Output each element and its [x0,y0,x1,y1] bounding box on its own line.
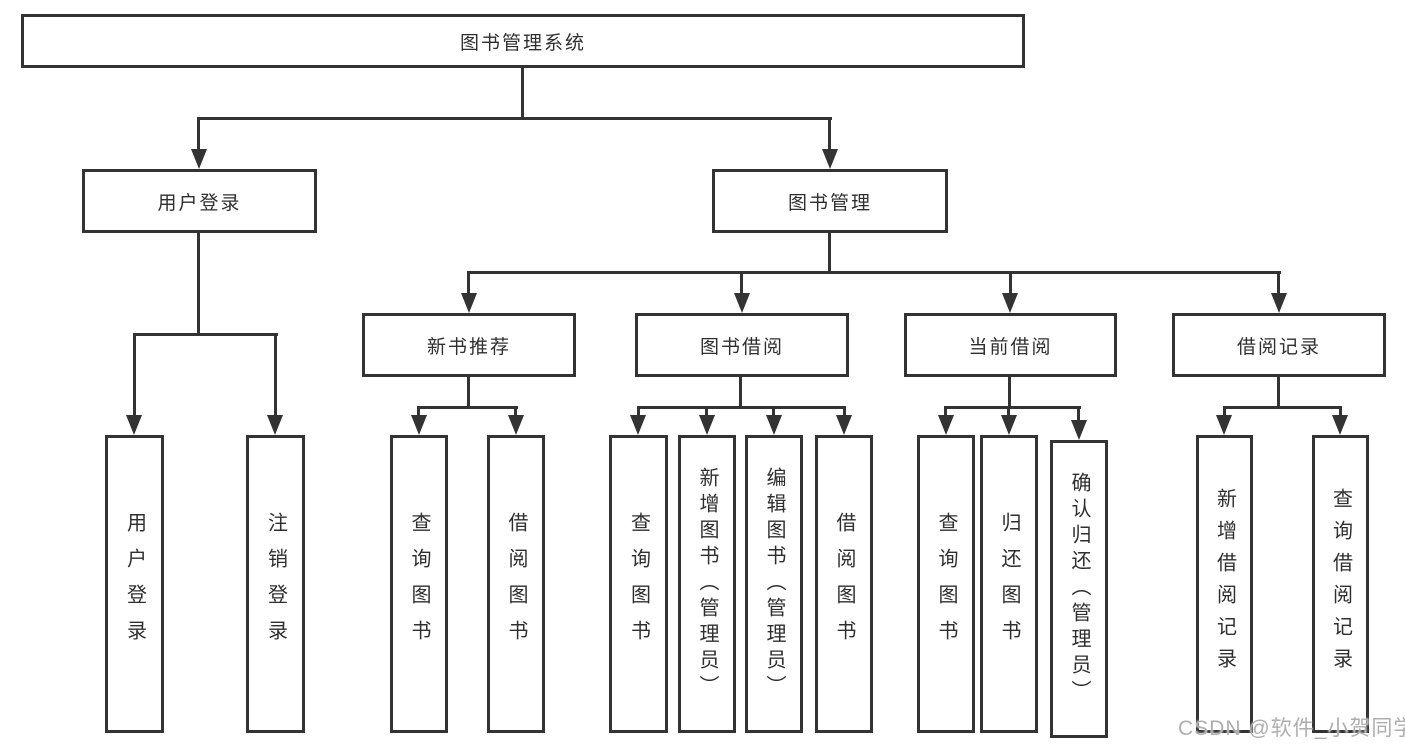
arrow-to-nb-query [411,415,427,435]
node-current-borrow: 当前借阅 [904,313,1117,377]
leaf-label: 查询图书 [627,512,650,656]
arrow-to-cb-return [1001,415,1017,435]
connector-drop-nb-borrow [514,406,517,418]
leaf-label: 注销登录 [264,512,287,656]
arrow-to-br-query [1332,415,1348,435]
connector-bookmgmt-hbar [467,271,1281,274]
node-book-borrow: 图书借阅 [635,313,849,377]
arrow-to-cb-query [938,415,954,435]
connector-borrowrecord-hbar [1223,406,1342,409]
leaf-br-add-record: 新增借阅记录 [1196,435,1253,733]
connector-drop-cb-confirm [1077,406,1080,422]
node-borrow-record: 借阅记录 [1172,313,1386,377]
arrow-to-borrow-record [1271,293,1287,313]
connector-drop-cb-query [944,406,947,418]
arrow-to-current-borrow [1002,293,1018,313]
leaf-label: 新增图书（管理员） [696,467,718,701]
leaf-nb-query-book: 查询图书 [390,435,448,733]
node-new-book-recommend: 新书推荐 [362,313,576,377]
arrow-to-login-leaf [126,415,142,435]
connector-drop-book-management [828,117,831,153]
leaf-label: 确认归还（管理员） [1068,472,1090,706]
node-label: 当前借阅 [968,336,1053,358]
connector-drop-user-login [197,117,200,153]
arrow-to-user-login [191,149,207,169]
connector-currentborrow-vline [1008,377,1011,409]
leaf-label: 查询图书 [935,512,957,656]
arrow-to-cb-confirm [1071,420,1087,440]
leaf-label: 借阅图书 [833,512,855,656]
leaf-nb-borrow-book: 借阅图书 [487,435,545,733]
connector-drop-login-leaf [133,333,136,418]
arrow-to-br-add [1216,415,1232,435]
connector-drop-borrow-record [1277,271,1280,297]
connector-newbook-hbar [417,406,518,409]
leaf-cb-query-book: 查询图书 [917,435,975,733]
arrow-to-book-borrow [734,293,750,313]
leaf-bb-add-book-admin: 新增图书（管理员） [678,435,736,733]
arrow-to-bb-borrow [836,415,852,435]
leaf-user-login: 用户登录 [105,435,164,733]
node-label: 图书借阅 [699,336,784,358]
connector-bookborrow-vline [739,377,742,409]
leaf-label: 借阅图书 [505,512,527,656]
node-root-library-system: 图书管理系统 [21,14,1025,68]
connector-drop-br-query [1339,406,1342,418]
connector-newbook-vline [467,377,470,409]
leaf-bb-query-book: 查询图书 [609,435,668,733]
connector-drop-bb-query [637,406,640,418]
leaf-bb-edit-book-admin: 编辑图书（管理员） [745,435,803,733]
node-label: 图书管理系统 [459,32,586,54]
connector-borrowrecord-vline [1277,377,1280,409]
arrow-to-bb-add [699,415,715,435]
arrow-to-book-management [822,149,838,169]
node-label: 用户登录 [157,192,242,214]
connector-root-hbar [197,117,832,120]
arrow-to-bb-edit [766,415,782,435]
connector-drop-bb-borrow [843,406,846,418]
arrow-to-logout-leaf [267,415,283,435]
connector-drop-new-book [467,271,470,297]
leaf-cb-return-book: 归还图书 [980,435,1038,733]
node-label: 新书推荐 [426,336,511,358]
connector-currentborrow-hbar [944,406,1081,409]
leaf-bb-borrow-book: 借阅图书 [815,435,873,733]
connector-root-vline [521,68,524,120]
csdn-watermark: CSDN @软件_小贺同学 [1178,717,1405,740]
leaf-label: 编辑图书（管理员） [763,467,785,701]
connector-drop-cb-return [1007,406,1010,418]
connector-userlogin-hbar [133,333,278,336]
node-label: 图书管理 [787,192,872,214]
connector-drop-current-borrow [1009,271,1012,297]
arrow-to-bb-query [630,415,646,435]
node-user-login: 用户登录 [82,169,317,233]
node-label: 借阅记录 [1236,336,1321,358]
connector-drop-bb-add [705,406,708,418]
leaf-label: 用户登录 [123,512,146,656]
leaf-label: 查询图书 [408,512,430,656]
connector-drop-logout-leaf [274,333,277,418]
arrow-to-nb-borrow [508,415,524,435]
leaf-label: 归还图书 [998,512,1020,656]
connector-bookborrow-hbar [637,406,846,409]
leaf-br-query-record: 查询借阅记录 [1312,435,1369,733]
connector-drop-bb-edit [772,406,775,418]
connector-drop-br-add [1223,406,1226,418]
leaf-logout: 注销登录 [246,435,305,733]
leaf-cb-confirm-return-admin: 确认归还（管理员） [1050,440,1108,738]
leaf-label: 新增借阅记录 [1213,488,1236,680]
connector-bookmgmt-vline [828,233,831,274]
leaf-label: 查询借阅记录 [1329,488,1352,680]
connector-userlogin-vline [197,233,200,336]
connector-drop-nb-query [417,406,420,418]
node-book-management: 图书管理 [712,169,948,233]
connector-drop-book-borrow [740,271,743,297]
arrow-to-new-book [461,293,477,313]
